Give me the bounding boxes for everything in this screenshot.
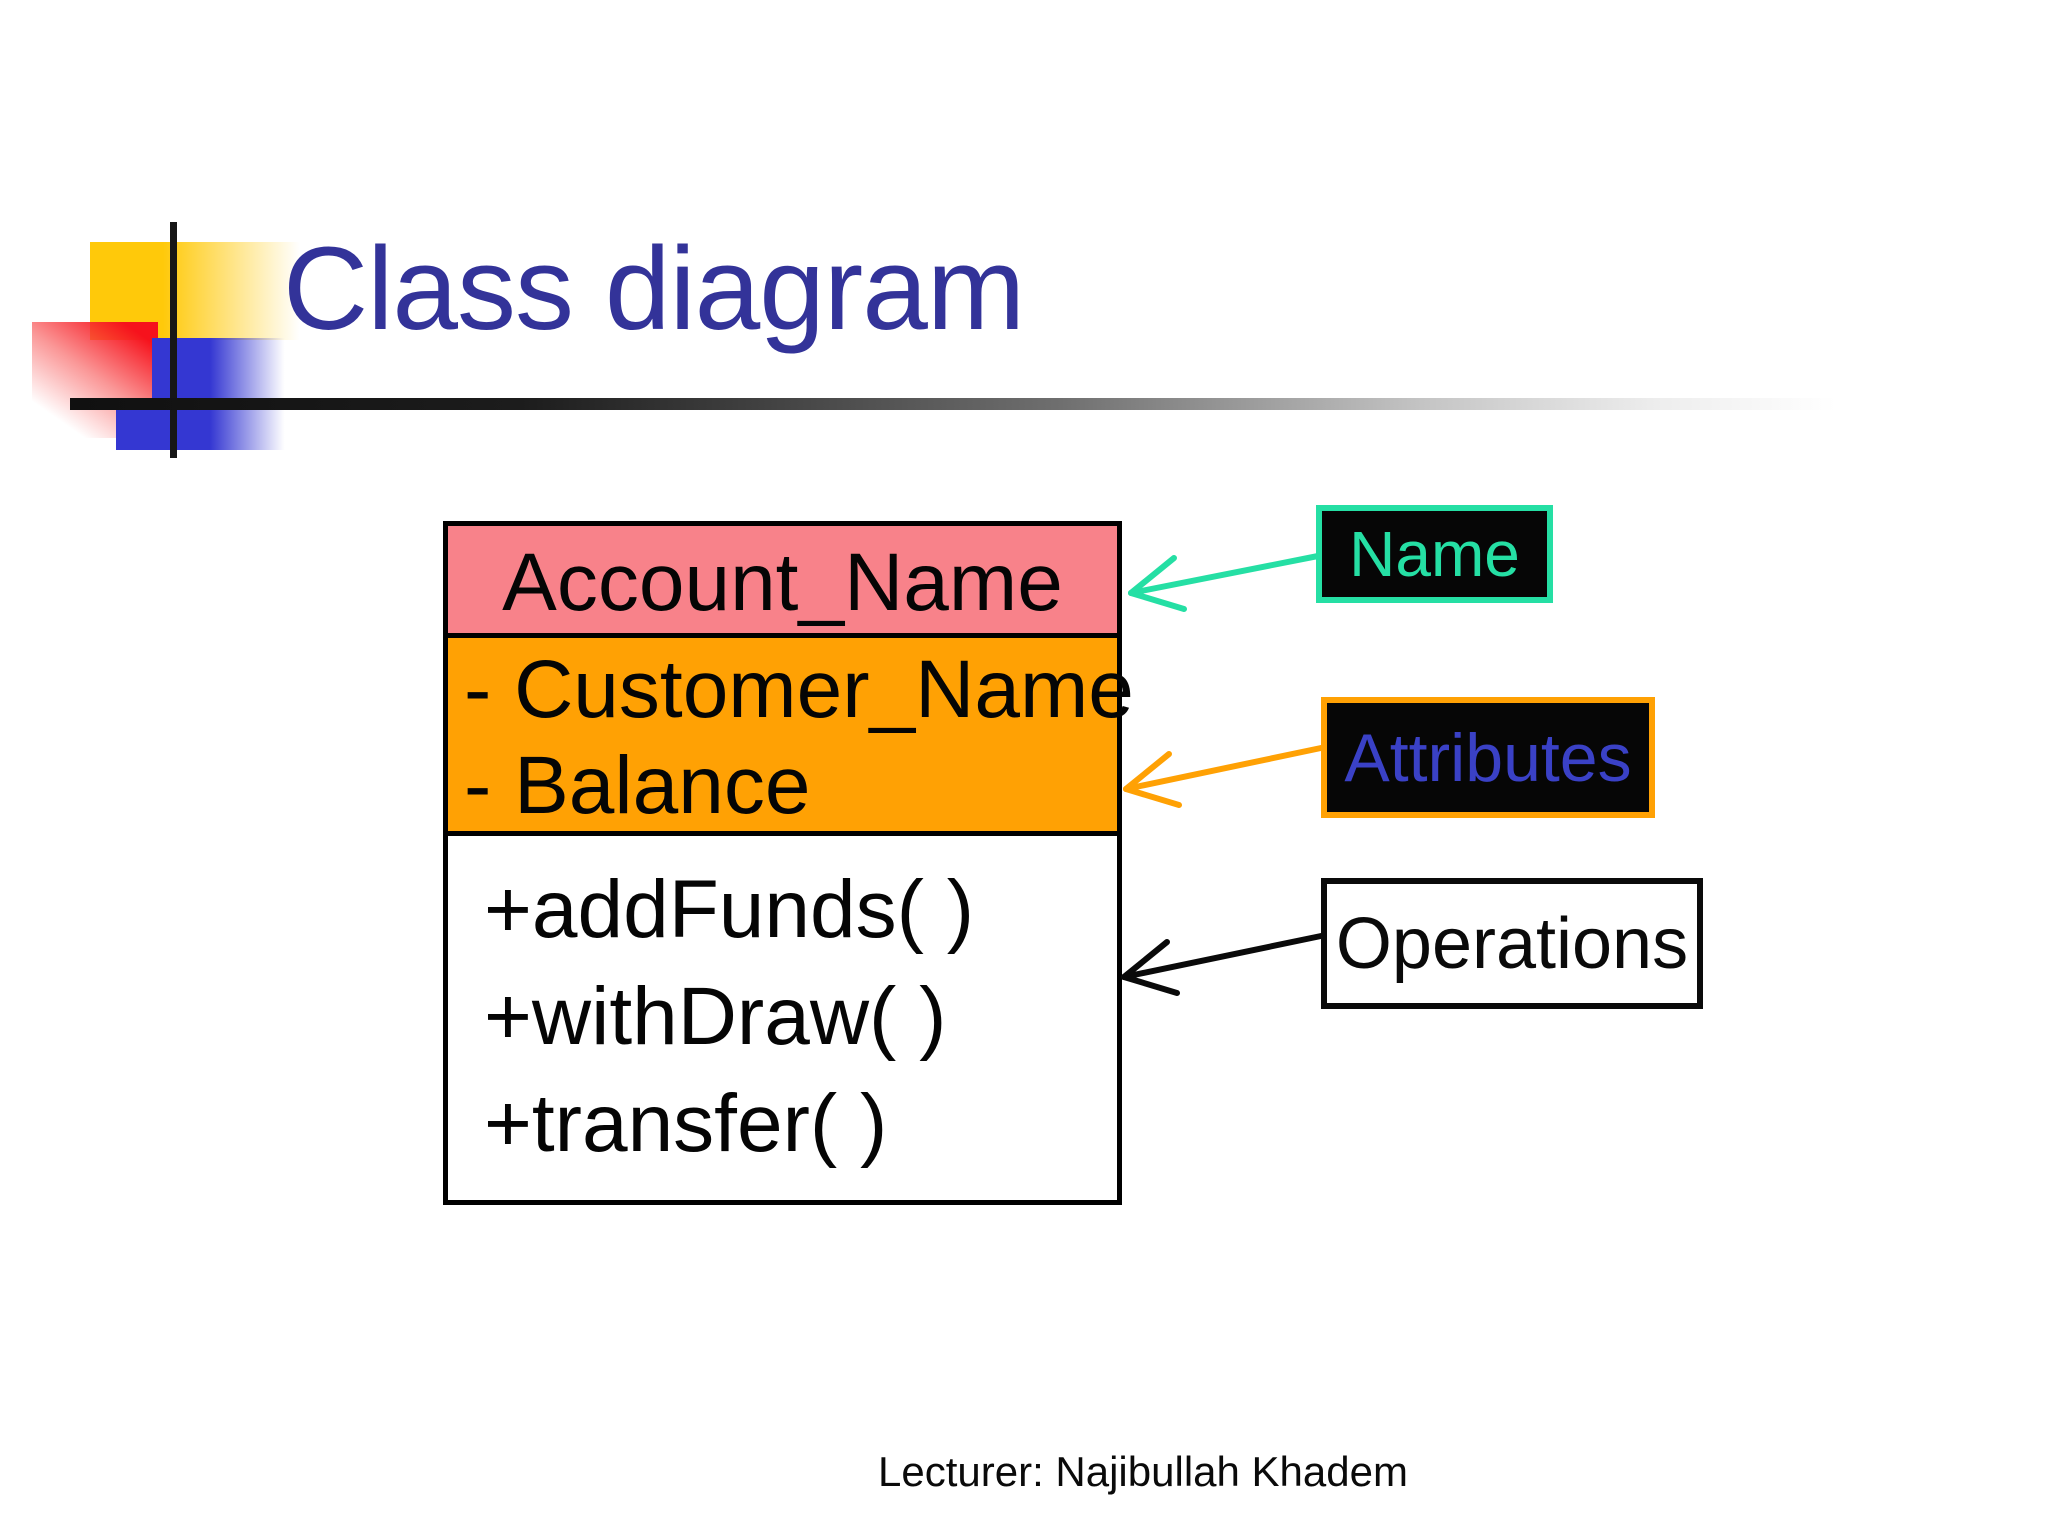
uml-attribute: - Balance — [464, 740, 811, 831]
attributes-callout: Attributes — [1321, 697, 1655, 818]
decor-vertical-line — [170, 222, 177, 458]
uml-operation: +addFunds( ) — [484, 864, 974, 955]
operations-arrow — [1121, 933, 1324, 996]
title-underline-rule — [70, 398, 1872, 410]
uml-class-name-section: Account_Name — [448, 526, 1117, 638]
uml-operations-section: +addFunds( ) +withDraw( ) +transfer( ) — [448, 836, 1117, 1195]
page-title: Class diagram — [283, 223, 1025, 355]
uml-class-box: Account_Name - Customer_Name - Balance +… — [443, 521, 1134, 1205]
name-callout: Name — [1316, 505, 1553, 603]
decor-blue-square-small — [116, 403, 156, 450]
operations-callout: Operations — [1321, 878, 1703, 1009]
uml-attributes-section: - Customer_Name - Balance — [448, 638, 1134, 836]
uml-operation: +transfer( ) — [484, 1078, 888, 1169]
attributes-arrow — [1123, 745, 1324, 808]
uml-operation: +withDraw( ) — [484, 971, 947, 1062]
uml-attribute: - Customer_Name — [464, 644, 1134, 735]
name-arrow — [1128, 553, 1321, 612]
lecturer-credit: Lecturer: Najibullah Khadem — [878, 1448, 1408, 1495]
